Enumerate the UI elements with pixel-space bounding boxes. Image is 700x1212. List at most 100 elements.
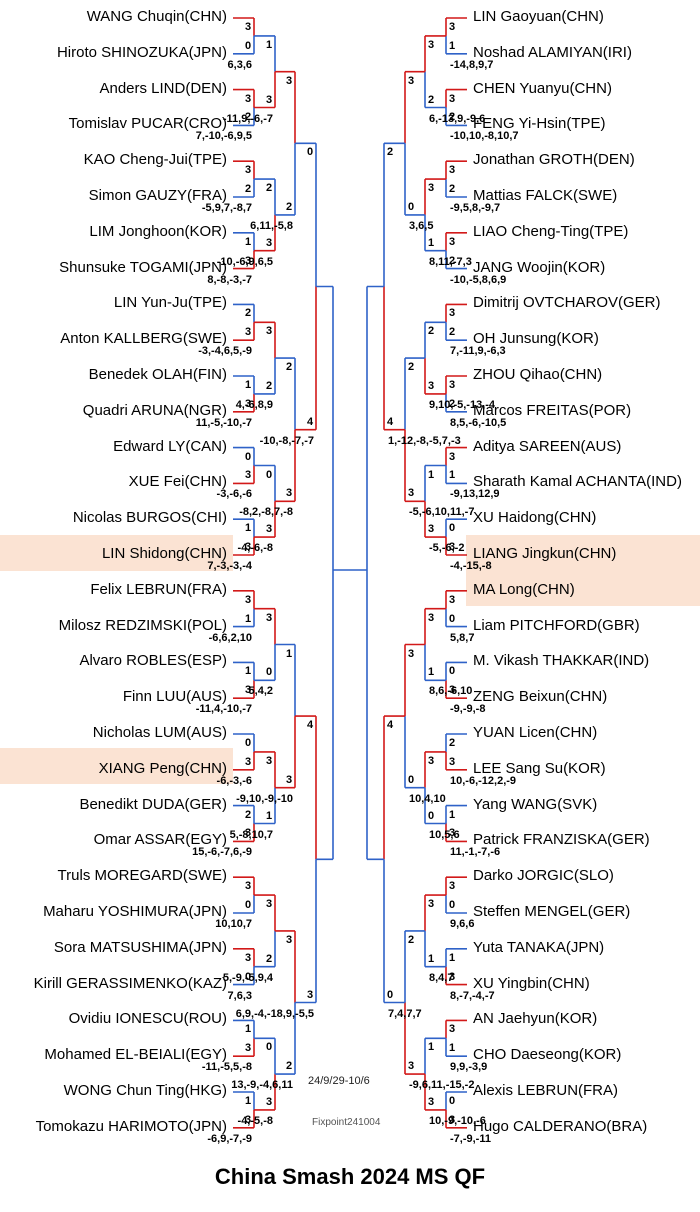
match-score: 3 — [428, 523, 435, 536]
match-score: 3 — [428, 1095, 435, 1108]
game-scores: 6,9,-4,-18,9,-5,5 — [235, 1007, 314, 1020]
match-score: 2 — [387, 146, 394, 159]
game-scores: -6,9,-7,-9 — [207, 1132, 252, 1145]
match-score: 3 — [408, 74, 415, 87]
match-score: 3 — [245, 1113, 252, 1126]
match-score: 0 — [449, 665, 456, 678]
player-name: LIN Gaoyuan(CHN) — [473, 8, 604, 25]
game-scores: 9,6,6 — [450, 918, 475, 930]
game-scores: 11,-5,-10,-7 — [195, 416, 252, 429]
match-score: 3 — [266, 93, 273, 106]
match-score: 3 — [449, 755, 456, 768]
match-score: 0 — [449, 1095, 456, 1107]
game-scores: 8,-7,-4,-7 — [450, 989, 495, 1002]
match-score: 3 — [286, 487, 293, 500]
match-score: 0 — [245, 450, 252, 463]
game-scores: 10,4,10 — [409, 792, 446, 805]
player-name: Tomislav PUCAR(CRO) — [68, 115, 227, 133]
match-score: 3 — [245, 164, 252, 177]
match-score: 1 — [428, 468, 435, 481]
match-score: 0 — [245, 39, 252, 52]
game-scores: -4,-5,-8 — [237, 1114, 273, 1127]
player-name: Edward LY(CAN) — [113, 437, 227, 455]
player-name: Marcos FREITAS(POR) — [473, 401, 632, 419]
match-score: 2 — [245, 183, 252, 195]
game-scores: -10,-8,-7,-7 — [259, 434, 314, 447]
match-score: 3 — [449, 1023, 456, 1036]
match-score: 3 — [286, 74, 293, 87]
match-score: 2 — [449, 111, 456, 124]
match-score: 4 — [387, 719, 394, 732]
match-score: 3 — [245, 951, 252, 964]
match-score: 3 — [286, 933, 293, 946]
player-name: Yang WANG(SVK) — [473, 795, 598, 813]
match-score: 0 — [449, 522, 456, 535]
match-score: 1 — [266, 38, 273, 51]
game-scores: -5,9,7,-8,7 — [201, 202, 252, 214]
player-name: Milosz REDZIMSKI(POL) — [58, 616, 227, 634]
match-score: 1 — [245, 522, 252, 535]
match-score: 0 — [245, 737, 252, 749]
game-scores: 8,5,-6,-10,5 — [450, 416, 507, 429]
player-name: Patrick FRANZISKA(GER) — [473, 831, 650, 849]
player-name: LIN Shidong(CHN) — [101, 545, 227, 562]
player-name: Hiroto SHINOZUKA(JPN) — [56, 43, 227, 61]
game-scores: 10,10,7 — [215, 918, 252, 930]
match-score: 3 — [286, 773, 293, 786]
match-score: 1 — [449, 1042, 456, 1055]
player-name: Yuta TANAKA(JPN) — [473, 938, 605, 956]
game-scores: 10,-6,-12,2,-9 — [450, 774, 517, 787]
player-name: Jonathan GROTH(DEN) — [473, 151, 635, 169]
match-score: 3 — [245, 21, 252, 33]
game-scores: 8,-8,-3,-7 — [207, 273, 252, 286]
match-score: 2 — [245, 111, 252, 124]
match-score: 4 — [387, 415, 394, 428]
match-score: 3 — [449, 684, 456, 697]
match-score: 2 — [245, 808, 252, 821]
match-score: 0 — [449, 899, 456, 911]
match-score: 3 — [266, 1095, 273, 1108]
game-scores: 15,-6,-7,6,-9 — [192, 846, 252, 859]
game-scores: 7,-10,-6,9,5 — [195, 130, 252, 143]
match-score: 3 — [449, 450, 456, 463]
match-score: 3 — [266, 611, 273, 624]
player-name: ZENG Beixun(CHN) — [473, 688, 608, 706]
game-scores: -5,-6,-2 — [429, 542, 465, 555]
game-scores: -5,-6,10,11,-7 — [409, 506, 475, 519]
match-score: 4 — [307, 719, 314, 732]
player-name: XU Haidong(CHN) — [473, 509, 597, 527]
match-score: 1 — [245, 1095, 252, 1107]
player-name: Benedek OLAH(FIN) — [88, 366, 227, 383]
match-score: 3 — [428, 182, 435, 195]
player-name: CHEN Yuanyu(CHN) — [473, 79, 612, 97]
game-scores: 5,-9,-5,9,4 — [222, 971, 273, 984]
game-scores: -10,10,-8,10,7 — [450, 130, 519, 143]
game-scores: -11,-5,5,-8 — [201, 1061, 252, 1074]
game-scores: 13,-9,-4,6,11 — [231, 1079, 293, 1092]
game-scores: -3,-6,-6 — [216, 488, 252, 501]
player-name: Anders LIND(DEN) — [99, 79, 227, 97]
game-scores: 7,4,7,7 — [388, 1007, 422, 1020]
match-score: 3 — [428, 38, 435, 51]
player-name: CHO Daeseong(KOR) — [473, 1046, 622, 1064]
game-scores: -10,-5,8,6,9 — [450, 273, 507, 286]
player-name: MA Long(CHN) — [473, 580, 575, 598]
match-score: 0 — [245, 970, 252, 983]
game-scores: 8,4,7 — [429, 971, 454, 984]
player-name: M. Vikash THAKKAR(IND) — [473, 652, 650, 670]
highlight-liang-jingkun — [466, 535, 700, 571]
player-name: Kirill GERASSIMENKO(KAZ) — [33, 974, 227, 992]
highlight-ma-long — [466, 570, 700, 606]
player-name: Simon GAUZY(FRA) — [88, 187, 227, 204]
player-name: Benedikt DUDA(GER) — [79, 795, 227, 813]
match-score: 3 — [245, 827, 252, 840]
match-score: 3 — [449, 92, 456, 105]
player-name: JANG Woojin(KOR) — [473, 258, 606, 276]
match-score: 3 — [307, 988, 314, 1001]
player-name: Felix LEBRUN(FRA) — [90, 580, 227, 598]
player-name: YUAN Licen(CHN) — [473, 724, 598, 741]
match-score: 0 — [408, 773, 415, 786]
match-score: 3 — [245, 541, 252, 553]
game-scores: -9,13,12,9 — [450, 488, 500, 501]
match-score: 1 — [449, 469, 456, 482]
